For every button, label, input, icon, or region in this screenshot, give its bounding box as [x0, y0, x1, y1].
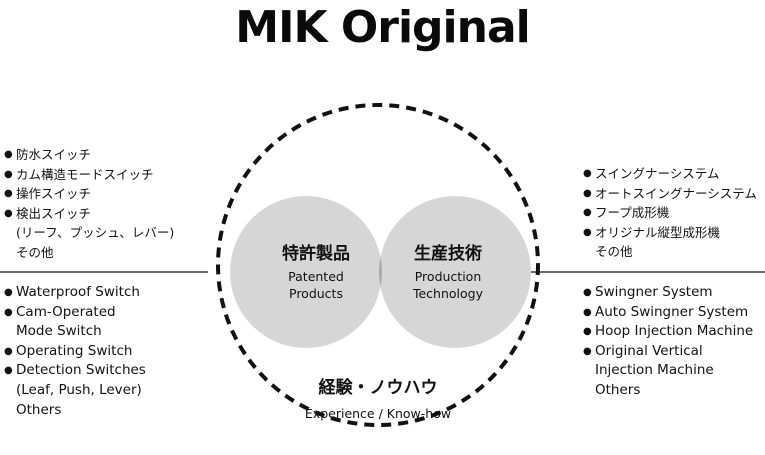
list-item: Hoop Injection Machine [583, 322, 753, 342]
list-item: 検出スイッチ [4, 204, 174, 224]
right-jp-list: スイングナーシステム オートスイングナーシステム フープ成形機 オリジナル縦型成… [583, 164, 757, 262]
list-item-continuation: (Leaf, Push, Lever) [16, 381, 142, 398]
list-item: フープ成形機 [583, 203, 757, 223]
list-item-continuation: Others [595, 381, 641, 398]
list-item: オリジナル縦型成形機 [583, 223, 757, 243]
page-title: MIK Original [235, 2, 530, 53]
list-item-continuation: その他 [16, 244, 54, 260]
production-technology-jp: 生産技術 [414, 244, 482, 264]
experience-label: 経験・ノウハウ Experience / Know-how [293, 377, 463, 422]
list-item-continuation: Injection Machine [595, 362, 714, 379]
production-technology-en-2: Technology [412, 286, 484, 301]
production-technology-circle [379, 196, 531, 348]
experience-outer-circle [216, 103, 540, 427]
list-item-continuation: Others [16, 401, 62, 418]
list-item: Operating Switch [4, 342, 146, 362]
list-item: 防水スイッチ [4, 145, 174, 165]
list-item: Waterproof Switch [4, 283, 146, 303]
list-item: Original Vertical [583, 342, 753, 362]
patented-products-en-2: Products [289, 286, 343, 301]
list-item-continuation: (リーフ、プッシュ、レバー) [16, 225, 175, 240]
patented-products-en-1: Patented [288, 269, 344, 284]
list-item: 操作スイッチ [4, 184, 174, 204]
production-technology-label: 生産技術 Production Technology [396, 243, 500, 302]
list-item: オートスイングナーシステム [583, 184, 757, 204]
list-item: Swingner System [583, 283, 753, 303]
patented-products-circle [230, 196, 382, 348]
experience-en: Experience / Know-how [304, 406, 452, 421]
list-item: Cam-Operated [4, 303, 146, 323]
list-item: Auto Swingner System [583, 303, 753, 323]
list-item: Detection Switches [4, 361, 146, 381]
left-jp-list: 防水スイッチ カム構造モードスイッチ 操作スイッチ 検出スイッチ (リーフ、プッ… [4, 145, 174, 262]
right-en-list: Swingner System Auto Swingner System Hoo… [583, 283, 753, 401]
experience-jp: 経験・ノウハウ [318, 378, 438, 398]
list-item-continuation: Mode Switch [16, 323, 102, 340]
production-technology-en-1: Production [414, 269, 482, 284]
list-item: カム構造モードスイッチ [4, 165, 174, 185]
patented-products-label: 特許製品 Patented Products [266, 243, 366, 302]
left-en-list: Waterproof Switch Cam-Operated Mode Swit… [4, 283, 146, 420]
patented-products-jp: 特許製品 [282, 244, 350, 264]
list-item-continuation: その他 [595, 244, 633, 259]
list-item: スイングナーシステム [583, 164, 757, 184]
